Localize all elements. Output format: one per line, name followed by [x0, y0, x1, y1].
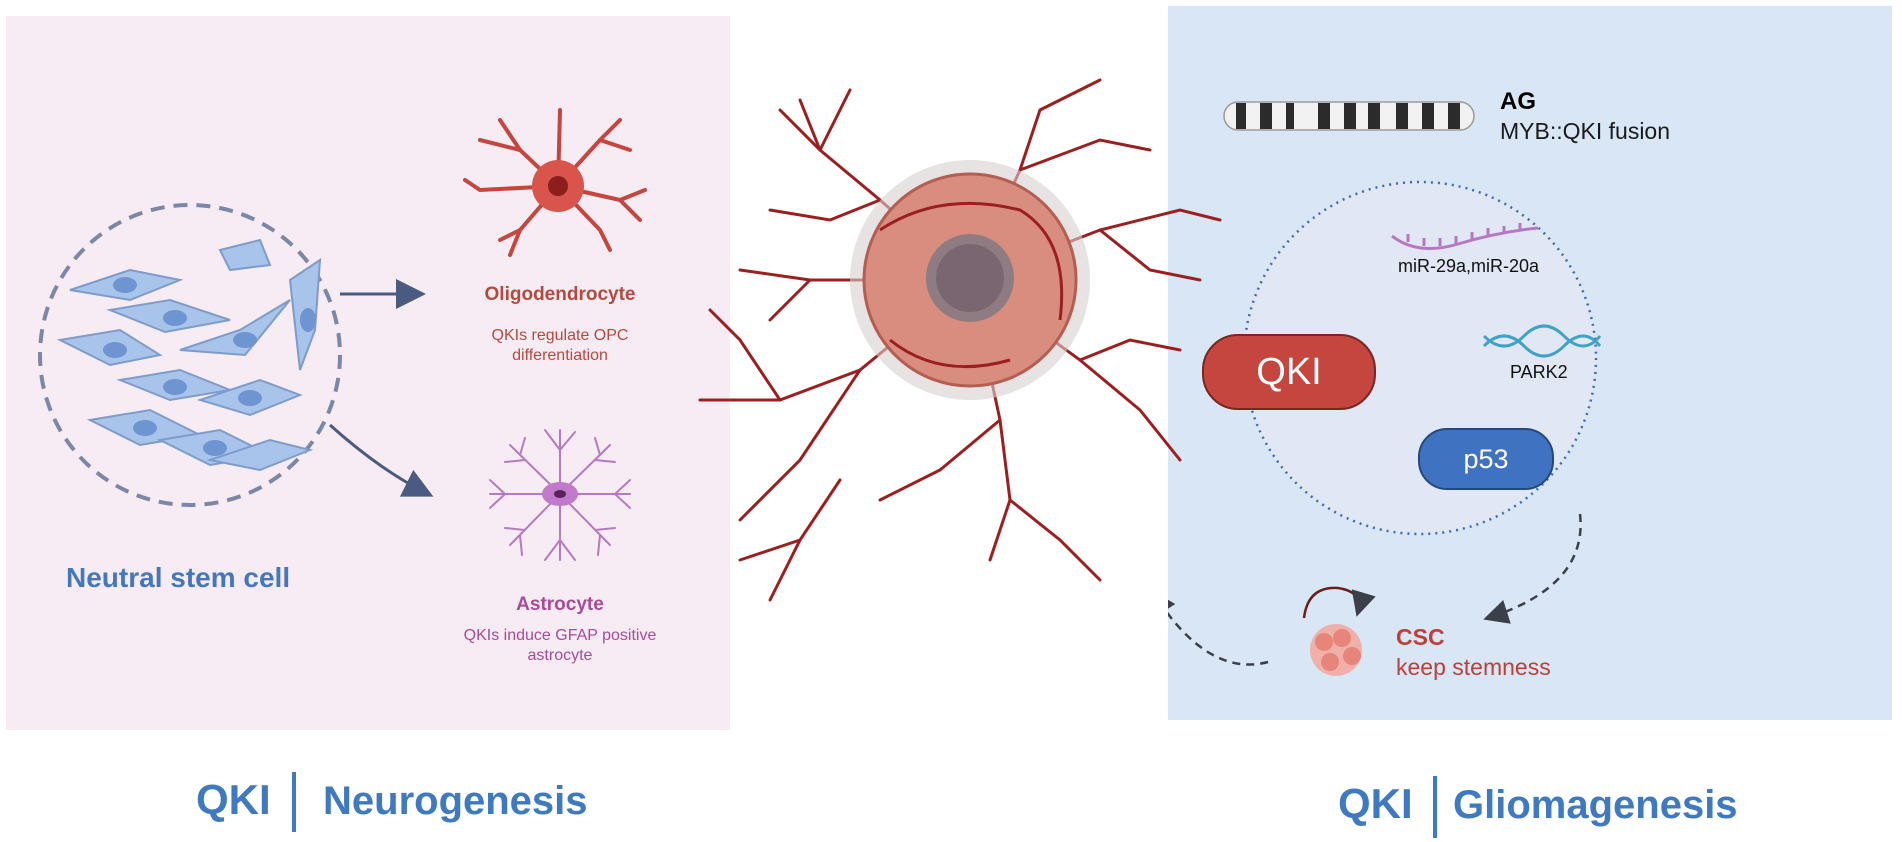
csc-title: CSC: [1396, 624, 1445, 650]
neutral-stem-cell-label: Neutral stem cell: [66, 562, 291, 593]
p53-to-csc-arrow: [1483, 513, 1582, 624]
footer-right-divider: [1433, 776, 1437, 838]
gliomagenesis-illustration: [1168, 101, 1602, 676]
footer-left-topic: Neurogenesis: [323, 779, 588, 823]
mirna-label: miR-29a,miR-20a: [1398, 256, 1540, 276]
stem-cell-boundary: [38, 203, 342, 507]
astrocyte-description: QKIs induce GFAP positive astrocyte: [463, 627, 657, 664]
ag-title: AG: [1500, 88, 1536, 115]
neurogenesis-panel: [6, 16, 730, 730]
astrocyte-title: Astrocyte: [516, 594, 604, 615]
neurogenesis-illustration: [38, 108, 647, 561]
csc-cluster-icon: [1302, 586, 1376, 676]
park2-label: PARK2: [1510, 362, 1568, 382]
nucleus-dots: [103, 277, 316, 456]
csc-subtitle: keep stemness: [1396, 654, 1551, 680]
oligodendrocyte-description: QKIs regulate OPC differentiation: [491, 327, 629, 364]
to-astrocyte-arrow: [328, 423, 434, 497]
p53-badge: p53: [1418, 428, 1554, 490]
oligodendrocyte-title: Oligodendrocyte: [484, 284, 636, 305]
footer-left-divider: [292, 772, 296, 832]
ag-fusion-label: MYB::QKI fusion: [1500, 118, 1671, 144]
footer-right-topic: Gliomagenesis: [1453, 783, 1738, 827]
mirna-icon: [1391, 223, 1539, 250]
chromosome-icon: [1223, 101, 1475, 131]
csc-to-tumor-arrow: [1168, 589, 1269, 666]
footer-left-qki: QKI: [196, 776, 271, 823]
astrocyte-icon: [489, 429, 631, 561]
tumor-illustration: [698, 78, 1222, 602]
stem-cell-cluster-icon: [56, 238, 322, 472]
dna-icon: [1482, 324, 1602, 358]
qki-badge: QKI: [1202, 334, 1376, 410]
footer-right-qki: QKI: [1338, 780, 1413, 827]
